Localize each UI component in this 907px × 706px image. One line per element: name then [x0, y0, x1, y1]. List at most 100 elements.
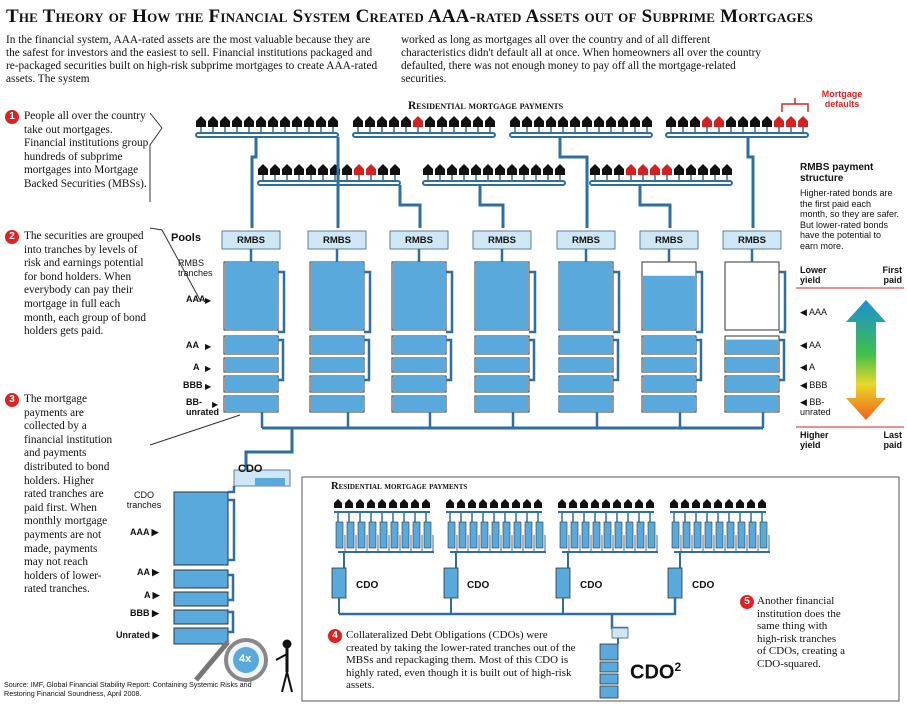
cdo-tranche-segment [173, 491, 229, 566]
magnifier-label: 4x [239, 653, 252, 665]
mini-tank [480, 521, 489, 549]
pipe [746, 137, 755, 228]
mini-tank [368, 521, 377, 549]
rmbs-box-label: RMBS [488, 235, 516, 246]
pipe [278, 270, 286, 334]
house-icon [510, 116, 520, 127]
right-tranche-aaa: ◀ AAA [800, 307, 827, 317]
house-icon [670, 499, 678, 508]
water-fill [393, 336, 445, 354]
house-icon [624, 499, 632, 508]
house-icon [714, 116, 724, 127]
water-fill [560, 396, 612, 412]
house-icon [642, 116, 652, 127]
house-icon [354, 164, 364, 175]
house-icon [258, 164, 268, 175]
house-icon [400, 499, 408, 508]
water-fill [726, 376, 778, 392]
water-fill [560, 336, 612, 354]
cdo-tranche-segment [173, 591, 229, 607]
cdo-box-label-4: CDO [692, 580, 715, 591]
water-fill [393, 396, 445, 412]
mini-tank [570, 521, 579, 549]
cdo2-box [611, 627, 629, 639]
pipe [364, 338, 371, 382]
house-icon [758, 499, 766, 508]
house-icon [662, 164, 672, 175]
house-icon [328, 116, 338, 127]
house-icon [534, 116, 544, 127]
mini-tank [636, 521, 645, 549]
pipe [613, 270, 621, 334]
house-icon [519, 164, 529, 175]
rmbs-box-label: RMBS [655, 235, 683, 246]
pipe [674, 551, 770, 568]
house-icon [256, 116, 266, 127]
cdo2-tank [599, 643, 619, 661]
house-icon [342, 164, 352, 175]
cdo2-tank [599, 673, 619, 685]
cdo-tranche-unrated: Unrated ▶ [116, 630, 160, 640]
house-icon [650, 164, 660, 175]
house-icon [479, 499, 487, 508]
pipe [558, 137, 589, 228]
water-fill [225, 376, 277, 392]
house-icon [485, 116, 495, 127]
house-icon [304, 116, 314, 127]
mini-tank [737, 521, 746, 549]
house-icon [244, 116, 254, 127]
house-icon [356, 499, 364, 508]
house-icon [459, 164, 469, 175]
right-tranche-aa: ◀ AA [800, 340, 821, 350]
water-fill [255, 478, 285, 486]
cdo2-tank [599, 661, 619, 673]
house-icon [606, 116, 616, 127]
mini-tank [581, 521, 590, 549]
house-icon [490, 499, 498, 508]
step-5-badge: 5 [740, 595, 754, 609]
pipe [244, 426, 763, 470]
cdo-tranches-label: CDO tranches [126, 490, 162, 510]
water-fill [225, 396, 277, 412]
water-fill [311, 358, 363, 372]
tranche-arrow-icon: ▶ [205, 364, 212, 373]
water-fill [311, 336, 363, 354]
step-2-badge: 2 [5, 230, 19, 244]
house-icon [495, 164, 505, 175]
pipe [250, 137, 258, 228]
pipe [509, 132, 653, 138]
house-icon [558, 499, 566, 508]
house-icon [690, 116, 700, 127]
pipe [446, 338, 453, 382]
mini-tank [423, 521, 432, 549]
mini-tank [748, 521, 757, 549]
cdo-tranche-aaa: AAA ▶ [130, 527, 159, 537]
house-icon [614, 164, 624, 175]
house-icon [681, 499, 689, 508]
step-4-badge: 4 [328, 629, 342, 643]
house-icon [501, 499, 509, 508]
water-fill [311, 376, 363, 392]
house-icon [318, 164, 328, 175]
tranche-label-bbb: BBB [183, 380, 203, 390]
mini-tank [535, 521, 544, 549]
house-icon [507, 164, 517, 175]
house-icon [591, 499, 599, 508]
water-fill [643, 376, 695, 392]
pipe [398, 185, 422, 228]
house-icon [345, 499, 353, 508]
step-3-badge: 3 [5, 393, 19, 407]
house-icon [570, 116, 580, 127]
house-icon [710, 164, 720, 175]
mini-tank [513, 521, 522, 549]
water-fill [726, 358, 778, 372]
house-icon [698, 164, 708, 175]
house-icon [602, 499, 610, 508]
house-icon [714, 499, 722, 508]
house-icon [618, 116, 628, 127]
house-icon [468, 499, 476, 508]
step-4-text: Collateralized Debt Obligations (CDOs) w… [346, 629, 576, 692]
step-1-badge: 1 [5, 110, 19, 124]
pipe [364, 270, 372, 334]
water-fill [476, 358, 528, 372]
